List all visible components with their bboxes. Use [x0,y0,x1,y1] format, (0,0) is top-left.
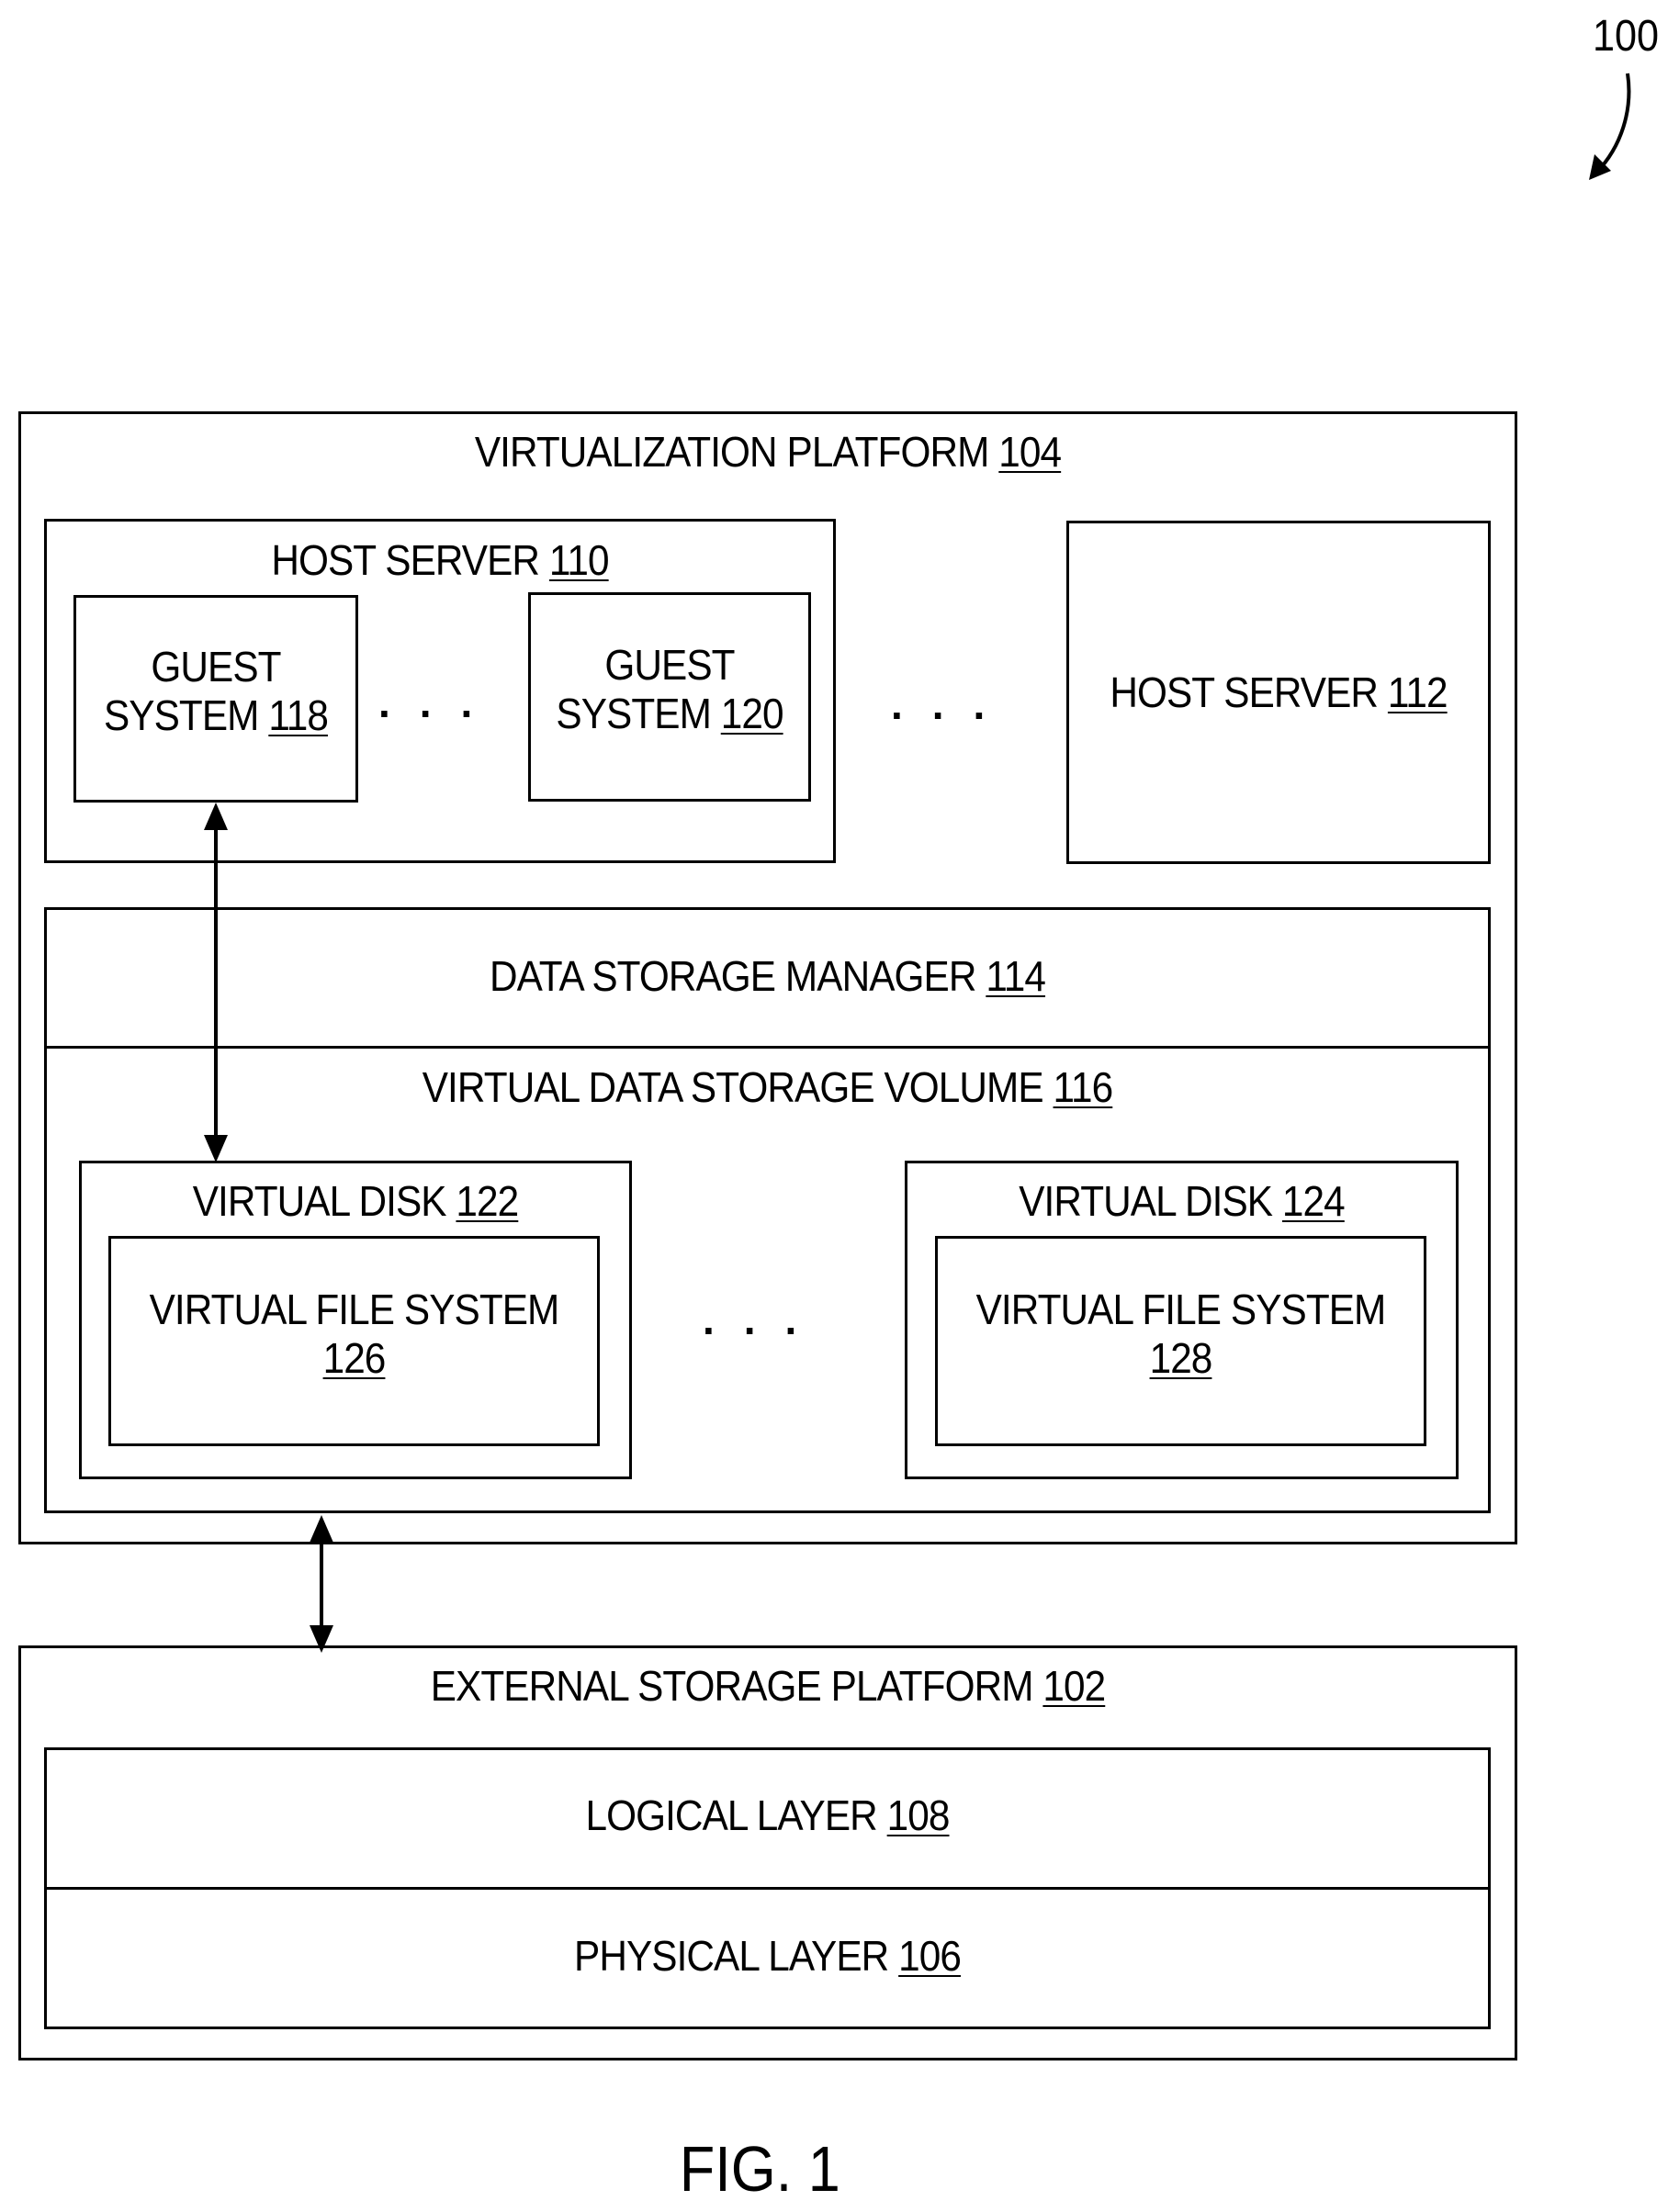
host-servers-ellipsis: ... [891,679,1014,729]
guest-system-120-label: GUEST SYSTEM 120 [539,641,799,738]
virtual-file-system-128-label: VIRTUAL FILE SYSTEM 128 [954,1286,1406,1383]
virtual-data-storage-volume-label: VIRTUAL DATA STORAGE VOLUME 116 [102,1063,1433,1112]
virtual-file-system-126-label: VIRTUAL FILE SYSTEM 126 [128,1286,580,1383]
logical-layer-label: LOGICAL LAYER 108 [102,1791,1433,1840]
virtual-disk-124-label: VIRTUAL DISK 124 [927,1177,1437,1226]
reference-leader-arrow [1596,73,1628,173]
virtual-disks-ellipsis: ... [703,1295,826,1344]
guest-system-118-label: GUEST SYSTEM 118 [85,643,346,740]
figure-caption: FIG. 1 [680,2132,840,2206]
guest-systems-ellipsis: ... [378,678,501,727]
host-server-110-label: HOST SERVER 110 [75,536,804,585]
host-server-112-label: HOST SERVER 112 [1083,668,1473,717]
virtualization-platform-label: VIRTUALIZATION PLATFORM 104 [78,428,1457,477]
physical-layer-label: PHYSICAL LAYER 106 [102,1932,1433,1981]
data-storage-manager-label: DATA STORAGE MANAGER 114 [102,952,1433,1001]
external-storage-platform-label: EXTERNAL STORAGE PLATFORM 102 [78,1662,1457,1711]
virtual-disk-122-label: VIRTUAL DISK 122 [101,1177,610,1226]
